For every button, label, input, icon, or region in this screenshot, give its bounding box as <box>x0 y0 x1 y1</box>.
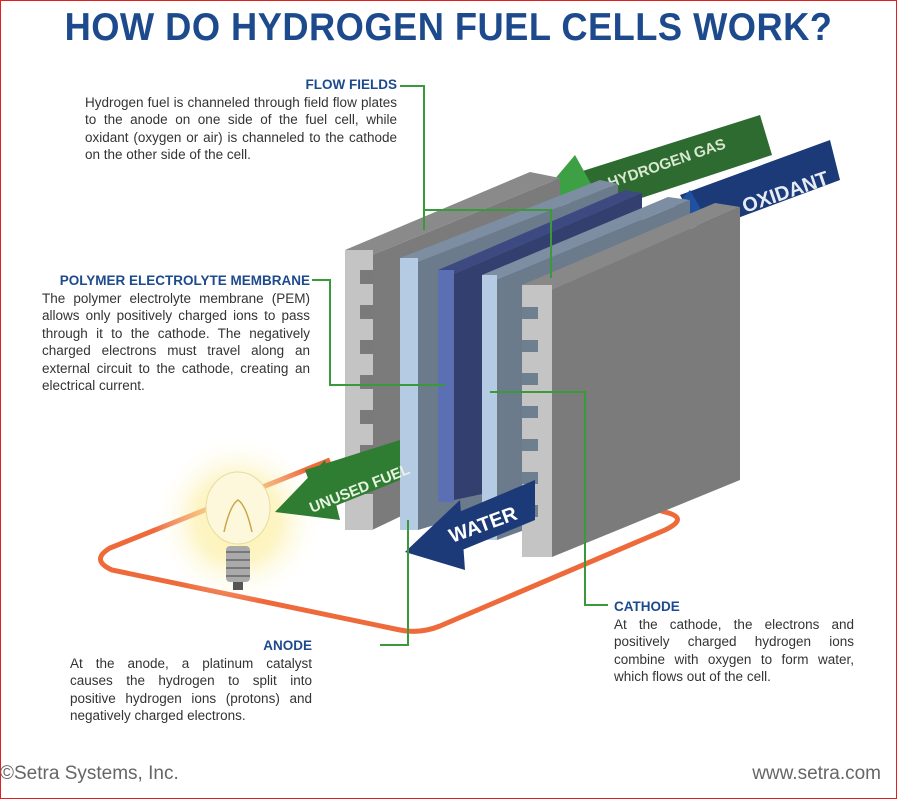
flow-fields-section: FLOW FIELDS Hydrogen fuel is channeled t… <box>85 76 397 164</box>
page-title: HOW DO HYDROGEN FUEL CELLS WORK? <box>64 6 833 49</box>
anode-layer <box>400 258 418 530</box>
pem-section: POLYMER ELECTROLYTE MEMBRANE The polymer… <box>42 272 310 395</box>
pem-heading: POLYMER ELECTROLYTE MEMBRANE <box>59 273 310 288</box>
external-circuit <box>98 457 680 634</box>
lightbulb-icon <box>153 435 323 605</box>
anode-text: At the anode, a platinum catalyst causes… <box>70 655 312 724</box>
water-arrow: WATER <box>405 480 535 570</box>
anode-heading: ANODE <box>263 638 312 653</box>
pem-text: The polymer electrolyte membrane (PEM) a… <box>42 290 310 394</box>
cathode-text: At the cathode, the electrons and positi… <box>614 616 854 685</box>
cathode-layer <box>482 275 497 540</box>
cathode-heading: CATHODE <box>614 599 680 614</box>
membrane-layer <box>438 270 454 502</box>
callout-lines <box>312 85 608 646</box>
flow-fields-heading: FLOW FIELDS <box>305 77 398 92</box>
flow-fields-text: Hydrogen fuel is channeled through field… <box>85 94 397 163</box>
copyright: ©Setra Systems, Inc. <box>0 763 179 784</box>
website-link[interactable]: www.setra.com <box>752 763 881 784</box>
anode-section: ANODE At the anode, a platinum catalyst … <box>70 637 312 725</box>
cathode-section: CATHODE At the cathode, the electrons an… <box>614 598 854 686</box>
